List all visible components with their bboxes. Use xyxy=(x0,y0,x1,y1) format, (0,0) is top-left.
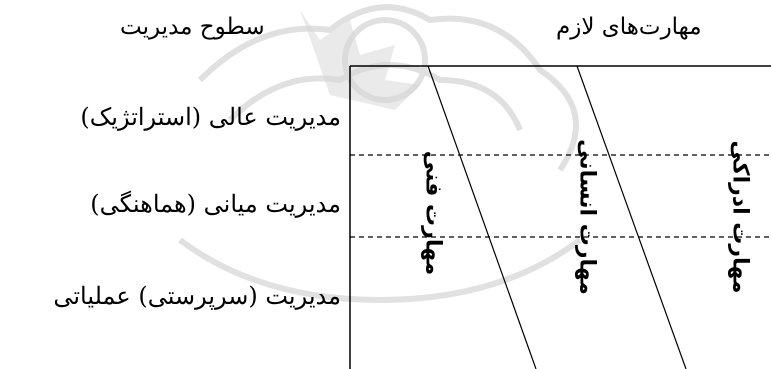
level-label-operational: مدیریت (سرپرستی) عملیاتی xyxy=(53,282,341,310)
level-label-top: مدیریت عالی (استراتژیک) xyxy=(80,103,341,131)
skill-boundary-human xyxy=(576,65,687,369)
skills-column-title: مهارت‌های لازم xyxy=(556,14,702,40)
skill-label-human: مهارت انسانی xyxy=(574,139,600,295)
skill-label-technical: مهارت فنی xyxy=(420,150,446,276)
skill-label-conceptual: مهارت ادراکی xyxy=(727,140,753,294)
level-label-middle: مدیریت میانی (هماهنگی) xyxy=(90,190,341,218)
levels-column-title: سطوح مدیریت xyxy=(120,14,265,40)
skill-boundary-technical xyxy=(427,65,537,369)
